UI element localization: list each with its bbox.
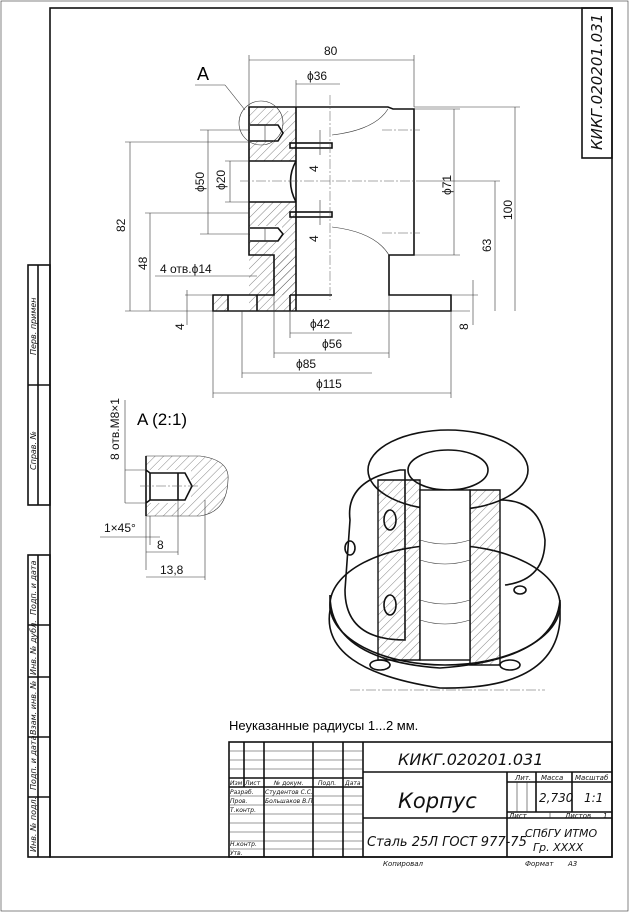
- header-doc: № докум.: [273, 780, 304, 787]
- header-date: Дата: [344, 780, 361, 787]
- dim-80: 80: [324, 44, 338, 58]
- callout-a: A: [197, 64, 209, 84]
- detail-view-a: A (2:1) 8 отв.M8×1 1×45° 8 13,8: [100, 398, 229, 580]
- top-code-text: КИКГ.020201.031: [588, 14, 606, 150]
- mass-value: 2,730: [539, 791, 574, 805]
- dim-8-thread: 8: [157, 538, 164, 552]
- dim-phi56: ϕ56: [322, 337, 342, 351]
- dim-phi20: ϕ20: [214, 170, 228, 190]
- strip-label: Взам. инв. №: [29, 681, 38, 735]
- title-block: КИКГ.020201.031 Корпус Сталь 25Л ГОСТ 97…: [228, 741, 613, 868]
- sheets-label: Листов: [564, 812, 591, 820]
- person-prov: Большаков В.П.: [265, 798, 315, 805]
- dim-13-8: 13,8: [160, 563, 184, 577]
- strip-label: Перв. примен: [29, 297, 38, 355]
- strip-label: Инв. № дубл.: [29, 620, 38, 675]
- person-razrab: Студентов С.С.: [265, 789, 313, 796]
- main-section-view: 80 ϕ36 A 82 48 ϕ50 ϕ20 4 отв.ϕ14 4 4 4 ϕ…: [114, 44, 520, 398]
- dim-4-holes-phi14: 4 отв.ϕ14: [160, 262, 212, 276]
- dim-82: 82: [114, 218, 128, 232]
- header-sign: Подп.: [318, 780, 336, 787]
- format-value: A3: [567, 860, 577, 868]
- role-tkontr: Т.контр.: [230, 807, 256, 814]
- role-utv: Утв.: [230, 850, 243, 857]
- header-list: Лист: [244, 780, 261, 787]
- dim-48: 48: [136, 256, 150, 270]
- role-prov: Пров.: [230, 798, 248, 805]
- designation: КИКГ.020201.031: [398, 750, 543, 769]
- header-izm: Изм: [230, 780, 243, 787]
- mass-label: Масса: [541, 774, 563, 782]
- lit-label: Лит.: [514, 774, 531, 782]
- dim-4-slot-bottom: 4: [307, 235, 321, 242]
- dim-phi42: ϕ42: [310, 317, 330, 331]
- top-code-box: КИКГ.020201.031: [581, 7, 613, 159]
- strip-label: Подп. и дата: [29, 735, 38, 790]
- dim-phi71: ϕ71: [440, 175, 454, 195]
- organization: СПбГУ ИТМО: [525, 827, 598, 840]
- sheet-label: Лист: [508, 812, 528, 820]
- dim-phi85: ϕ85: [296, 357, 316, 371]
- dim-100: 100: [501, 200, 515, 220]
- sheets-value: 1: [603, 812, 607, 820]
- dim-8: 8: [457, 323, 471, 330]
- strip-label: Справ. №: [29, 431, 38, 470]
- isometric-view: [328, 429, 561, 691]
- detail-title: A (2:1): [137, 410, 187, 429]
- strip-label: Инв. № подл.: [29, 797, 38, 852]
- role-nkontr: Н.контр.: [230, 841, 257, 848]
- strip-label: Подп. и дата: [29, 560, 38, 615]
- part-name: Корпус: [398, 789, 477, 813]
- dim-4-slot-top: 4: [307, 165, 321, 172]
- dim-4-flange: 4: [173, 323, 187, 330]
- group: Гр. XXXX: [533, 841, 584, 854]
- scale-label: Масштаб: [575, 774, 609, 782]
- dim-thread: 8 отв.M8×1: [108, 398, 122, 460]
- material: Сталь 25Л ГОСТ 977-75: [367, 835, 527, 850]
- dim-chamfer: 1×45°: [104, 521, 136, 535]
- dim-63: 63: [480, 238, 494, 252]
- copied-label: Копировал: [383, 860, 424, 868]
- dim-phi36: ϕ36: [307, 69, 327, 83]
- format-label: Формат: [525, 860, 554, 868]
- scale-value: 1:1: [584, 791, 603, 805]
- dim-phi50: ϕ50: [193, 172, 207, 192]
- left-strip: Перв. примен Справ. № Подп. и дата Инв. …: [27, 264, 51, 858]
- dim-phi115: ϕ115: [316, 377, 342, 391]
- role-razrab: Разраб.: [230, 789, 254, 796]
- general-note: Неуказанные радиусы 1...2 мм.: [229, 718, 418, 733]
